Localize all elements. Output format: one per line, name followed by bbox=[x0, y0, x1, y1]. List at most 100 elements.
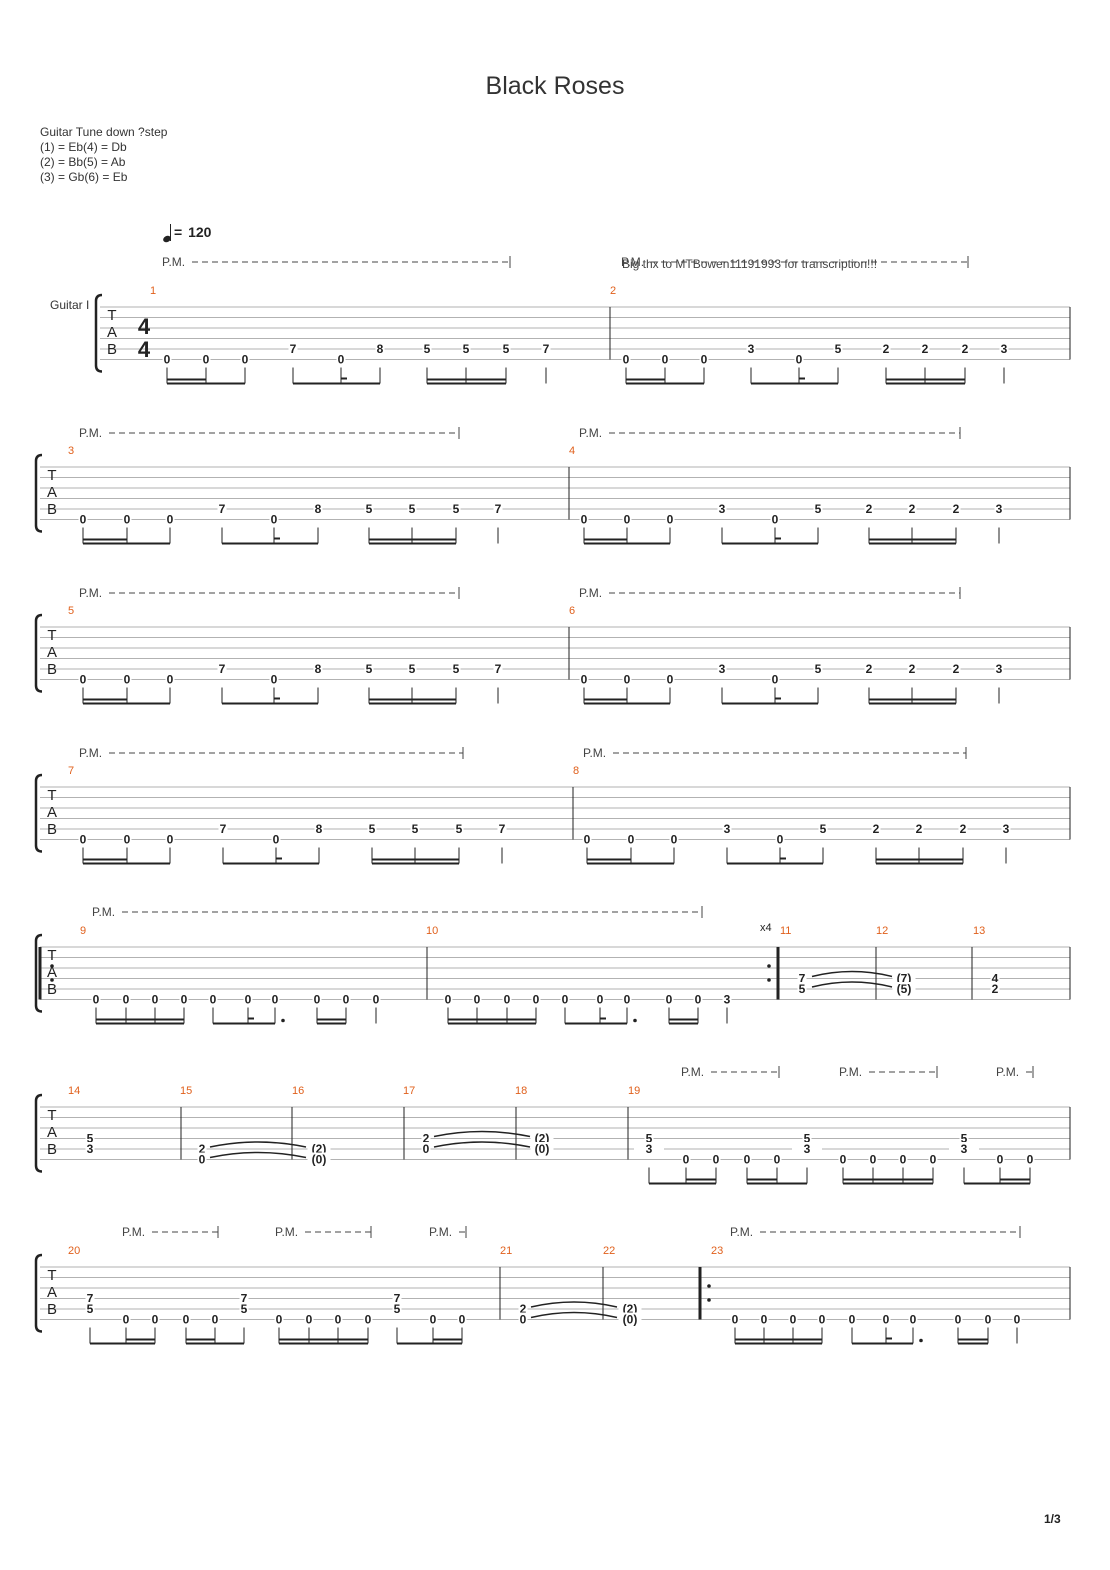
fret-number: 3 bbox=[748, 342, 755, 356]
fret-number: 0 bbox=[474, 993, 481, 1007]
fret-number: 5 bbox=[835, 342, 842, 356]
fret-bg bbox=[772, 1152, 782, 1165]
fret-bg bbox=[270, 992, 280, 1005]
fret-bg bbox=[746, 342, 756, 354]
fret-number: 0 bbox=[695, 993, 702, 1007]
fret-bg bbox=[644, 1142, 654, 1154]
fret-number: 0 bbox=[581, 673, 588, 687]
fret-bg bbox=[85, 1142, 95, 1154]
fret-number: 0 bbox=[210, 993, 217, 1007]
measure-number: 6 bbox=[569, 605, 575, 617]
fret-number: 0 bbox=[338, 353, 345, 367]
fret-number: 0 bbox=[164, 353, 171, 367]
fret-number: 0 bbox=[93, 993, 100, 1007]
fret-bg bbox=[218, 822, 228, 834]
fret-number: 5 bbox=[87, 1132, 94, 1146]
fret-number: 2 bbox=[909, 662, 916, 676]
fret-bg bbox=[730, 1312, 740, 1325]
fret-bg bbox=[794, 352, 804, 365]
fret-number: 5 bbox=[424, 342, 431, 356]
measure-number: 16 bbox=[292, 1085, 304, 1097]
fret-number: 4 bbox=[992, 972, 999, 986]
fret-number: 3 bbox=[87, 1142, 94, 1156]
fret-number: 0 bbox=[671, 833, 678, 847]
fret-bg bbox=[621, 352, 631, 365]
fret-number: 7 bbox=[219, 502, 226, 516]
fret-number: 0 bbox=[124, 833, 131, 847]
fret-bg bbox=[541, 342, 551, 354]
fret-number: 0 bbox=[343, 993, 350, 1007]
fret-number: 7 bbox=[499, 822, 506, 836]
fret-number: 5 bbox=[366, 502, 373, 516]
dotted-note-dot bbox=[633, 1018, 637, 1023]
measure-number: 13 bbox=[973, 925, 985, 937]
fret-bg bbox=[165, 672, 175, 685]
fret-number: 0 bbox=[245, 993, 252, 1007]
fret-number: 0 bbox=[212, 1313, 219, 1327]
fret-number: 5 bbox=[456, 822, 463, 836]
tie bbox=[530, 1301, 618, 1308]
palm-mute-label: P.M. bbox=[839, 1065, 862, 1079]
fret-bg bbox=[699, 352, 709, 365]
fret-number: 0 bbox=[124, 513, 131, 527]
fret-bg bbox=[622, 992, 632, 1005]
staff-bracket bbox=[34, 613, 43, 693]
fret-bg bbox=[197, 1142, 207, 1154]
fret-bg bbox=[336, 352, 346, 365]
tab-letter-a: A bbox=[47, 964, 57, 981]
fret-number: 2 bbox=[199, 1142, 206, 1156]
fret-number: 3 bbox=[719, 662, 726, 676]
fret-bg bbox=[422, 342, 432, 354]
fret-number: 0 bbox=[772, 673, 779, 687]
fret-bg bbox=[669, 832, 679, 845]
score-title: Black Roses bbox=[485, 72, 625, 100]
fret-number: 0 bbox=[504, 993, 511, 1007]
fret-number: 3 bbox=[646, 1142, 653, 1156]
fret-number: 0 bbox=[533, 993, 540, 1007]
fret-bg bbox=[78, 512, 88, 525]
fret-bg bbox=[665, 672, 675, 685]
fret-number: 7 bbox=[220, 822, 227, 836]
fret-number: 0 bbox=[581, 513, 588, 527]
fret-number: 5 bbox=[87, 1302, 94, 1316]
fret-bg bbox=[711, 1152, 721, 1165]
tie bbox=[209, 1141, 307, 1148]
fret-bg bbox=[91, 992, 101, 1005]
tie bbox=[811, 970, 893, 978]
fret-number: 0 bbox=[667, 673, 674, 687]
measure-number: 23 bbox=[711, 1245, 723, 1257]
fret-number: 0 bbox=[242, 353, 249, 367]
fret-number: 8 bbox=[377, 342, 384, 356]
measure-number: 5 bbox=[68, 605, 74, 617]
fret-number: 5 bbox=[804, 1132, 811, 1146]
fret-bg bbox=[410, 822, 420, 834]
fret-bg bbox=[162, 352, 172, 365]
fret-number: 0 bbox=[790, 1313, 797, 1327]
fret-bg bbox=[788, 1312, 798, 1325]
fret-bg bbox=[953, 1312, 963, 1325]
fret-number: 3 bbox=[961, 1142, 968, 1156]
fret-bg bbox=[665, 512, 675, 525]
fret-number: 5 bbox=[815, 502, 822, 516]
palm-mute-label: P.M. bbox=[579, 586, 602, 600]
fret-bg bbox=[871, 822, 881, 834]
staff-bracket bbox=[94, 293, 103, 373]
fret-bg bbox=[472, 992, 482, 1005]
fret-number: 0 bbox=[123, 993, 130, 1007]
fret-bg bbox=[928, 1152, 938, 1165]
fret-bg bbox=[150, 992, 160, 1005]
fret-number: 0 bbox=[1014, 1313, 1021, 1327]
fret-bg bbox=[122, 512, 132, 525]
tab-letter-t: T bbox=[47, 627, 56, 644]
fret-number: 0 bbox=[761, 1313, 768, 1327]
fret-bg bbox=[407, 662, 417, 674]
fret-number: 2 bbox=[992, 982, 999, 996]
fret-number: 7 bbox=[241, 1292, 248, 1306]
measure-number: 12 bbox=[876, 925, 888, 937]
fret-bg bbox=[208, 992, 218, 1005]
fret-number: 5 bbox=[453, 502, 460, 516]
tab-letter-t: T bbox=[47, 1267, 56, 1284]
fret-bg bbox=[983, 1312, 993, 1325]
fret-bg bbox=[313, 662, 323, 674]
tab-letter-b: B bbox=[47, 501, 57, 518]
